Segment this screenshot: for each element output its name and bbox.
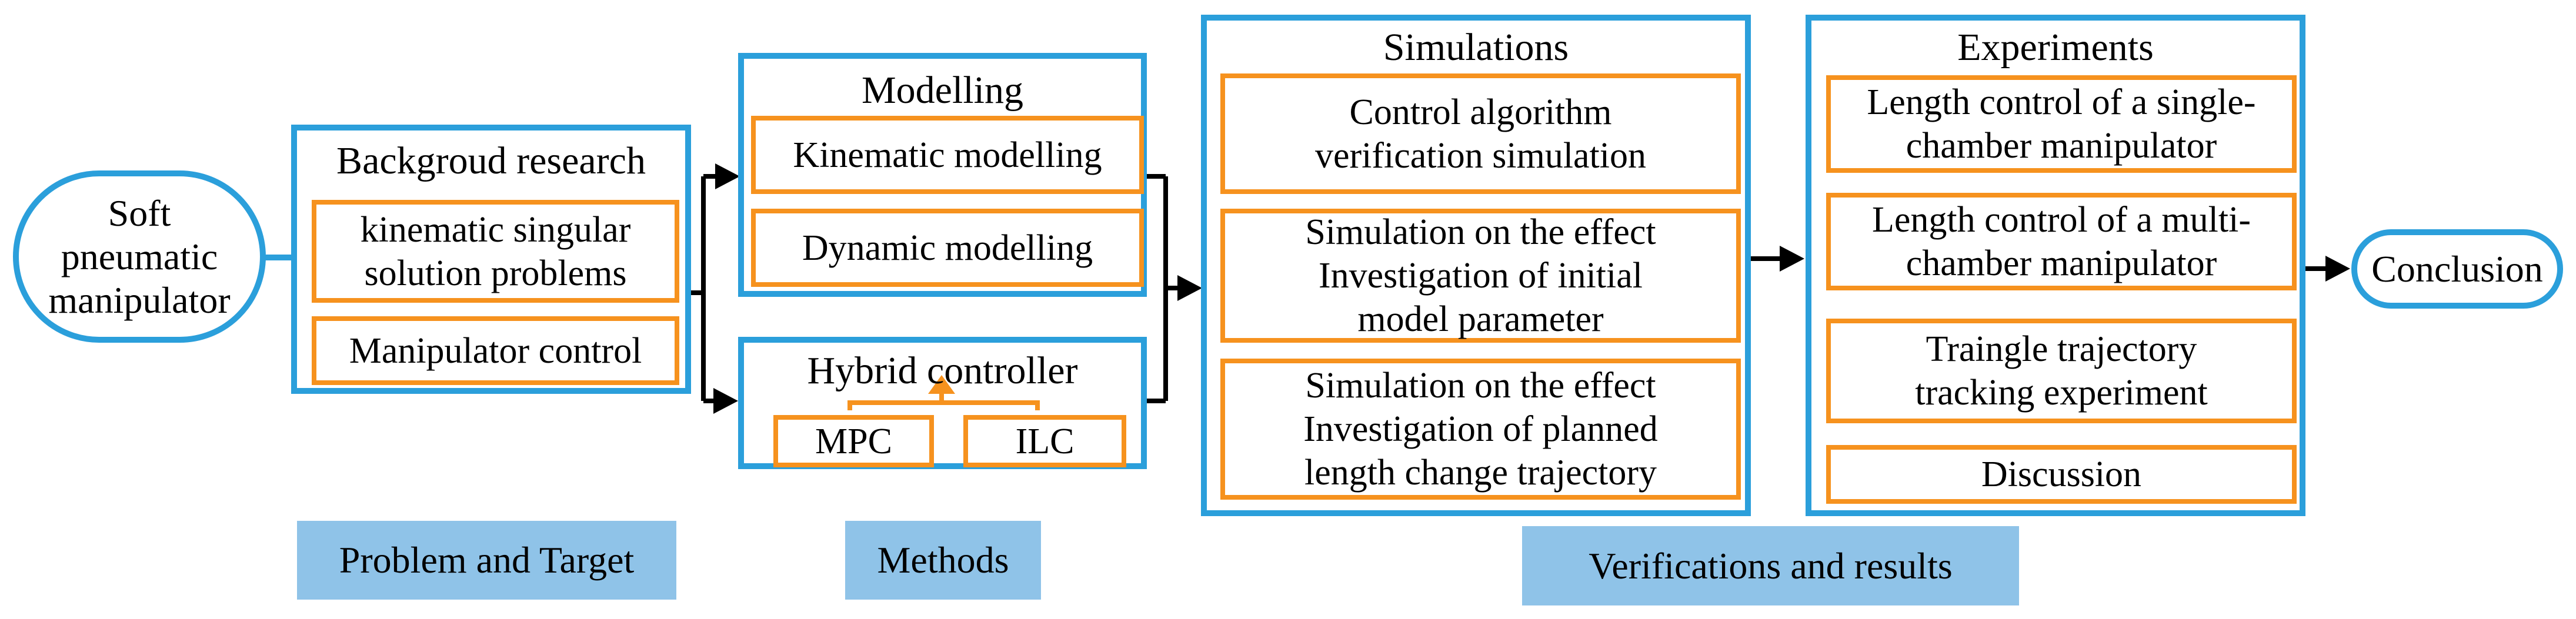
modelling-group: Modelling Kinematic modelling Dynamic mo… (738, 53, 1147, 297)
discussion-node: Discussion (1826, 445, 2297, 504)
background-research-title: Backgroud research (336, 139, 646, 182)
arrow-to-modelling-icon (715, 163, 740, 189)
experiments-title: Experiments (1957, 26, 2154, 69)
simulation-planned-length-trajectory-node: Simulation on the effect Investigation o… (1220, 359, 1741, 500)
arrow-to-conclusion-icon (2325, 256, 2350, 282)
mpc-node: MPC (773, 415, 934, 467)
merge-connector-line (1147, 174, 1179, 403)
arrow-to-hybrid-icon (713, 388, 738, 414)
manipulator-control-node: Manipulator control (312, 316, 679, 385)
hybrid-controller-title: Hybrid controller (807, 349, 1078, 392)
triangle-trajectory-tracking-node: Traingle trajectory tracking experiment (1826, 319, 2297, 423)
start-node: Soft pneumatic manipulator (13, 170, 266, 343)
dynamic-modelling-node: Dynamic modelling (751, 209, 1144, 287)
ilc-node: ILC (963, 415, 1126, 467)
multi-chamber-length-control-node: Length control of a multi- chamber manip… (1826, 193, 2297, 290)
modelling-title: Modelling (862, 69, 1023, 112)
bracket-up-arrow-icon (928, 375, 955, 394)
arrow-to-simulations-icon (1177, 275, 1202, 301)
hybrid-controller-group: Hybrid controller MPC ILC (738, 337, 1147, 469)
stage-label-verifications-and-results: Verifications and results (1522, 526, 2019, 605)
arrow-to-experiments-icon (1780, 246, 1804, 272)
simulations-group: Simulations Control algorithm verificati… (1201, 15, 1751, 516)
branch-connector-line (691, 174, 719, 403)
simulation-initial-model-parameter-node: Simulation on the effect Investigation o… (1220, 209, 1741, 343)
background-research-group: Backgroud research kinematic singular so… (291, 125, 691, 394)
stage-label-methods: Methods (845, 521, 1041, 600)
experiments-group: Experiments Length control of a single- … (1806, 15, 2305, 516)
stage-label-problem-and-target: Problem and Target (297, 521, 676, 600)
control-algorithm-verification-node: Control algorithm verification simulatio… (1220, 73, 1741, 194)
kinematic-singular-node: kinematic singular solution problems (312, 200, 679, 303)
single-chamber-length-control-node: Length control of a single- chamber mani… (1826, 75, 2297, 173)
conclusion-node: Conclusion (2351, 229, 2563, 309)
kinematic-modelling-node: Kinematic modelling (751, 116, 1144, 194)
simulations-title: Simulations (1383, 26, 1569, 69)
